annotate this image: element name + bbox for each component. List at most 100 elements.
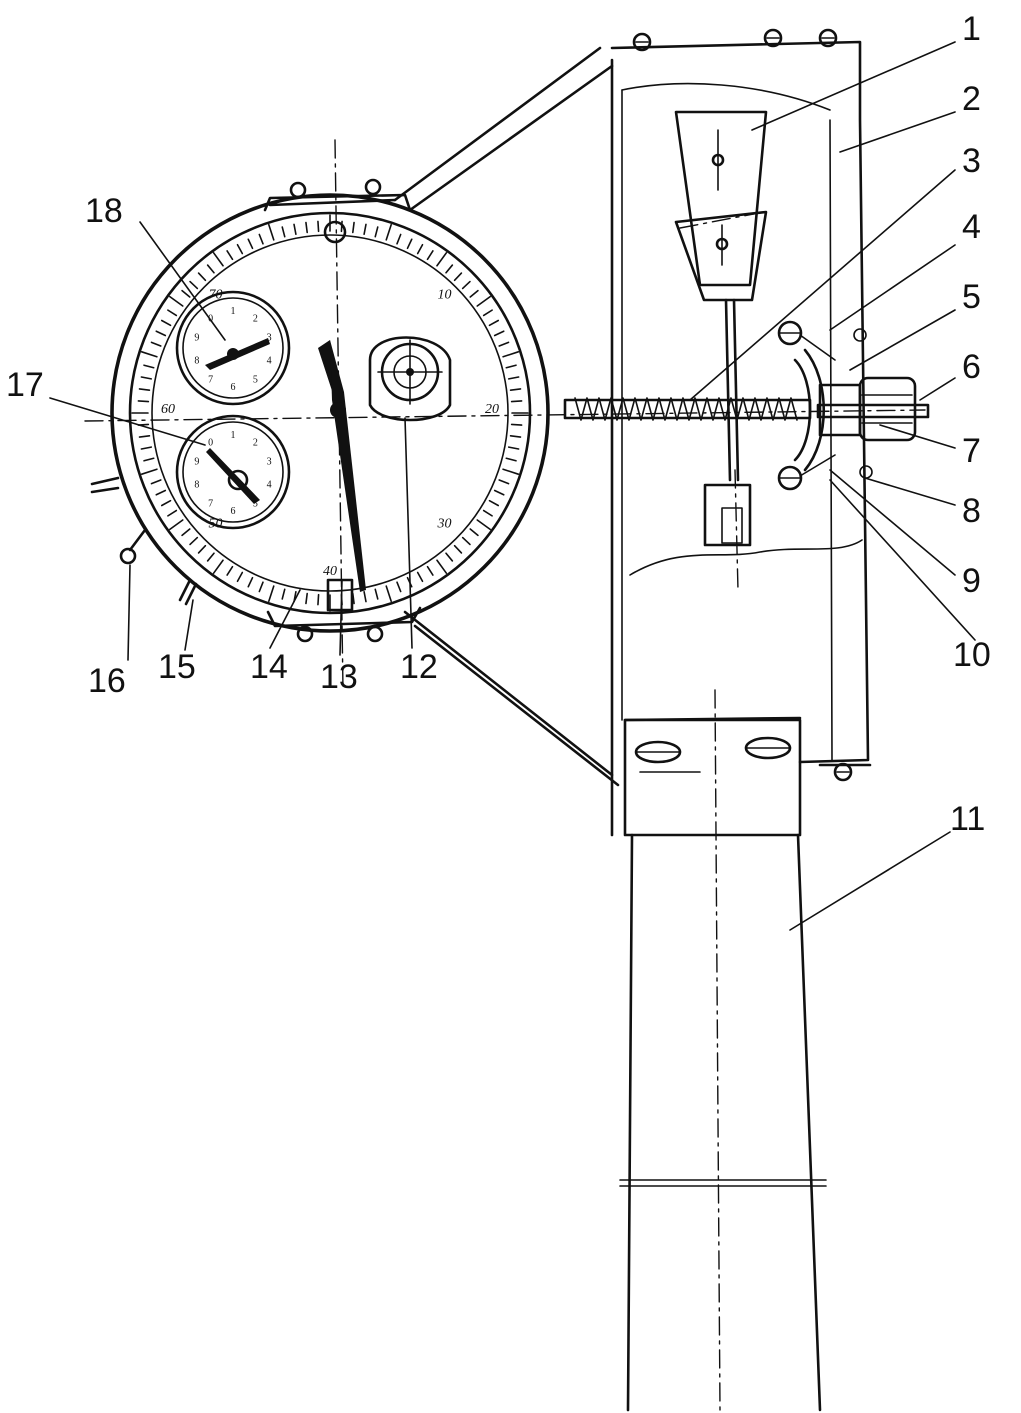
subdial-label: 8 — [194, 480, 199, 491]
dial-tick — [509, 435, 522, 438]
dial-tick — [258, 581, 264, 593]
dial-tick — [281, 226, 286, 238]
dial-tick — [293, 223, 297, 236]
dial-tick — [396, 233, 402, 245]
dial-tick — [385, 585, 392, 603]
dial-tick — [305, 592, 308, 605]
dial-tick — [167, 309, 178, 317]
callout-6: 6 — [962, 348, 981, 386]
screw-top-3 — [818, 28, 838, 48]
dial-tick — [226, 250, 234, 261]
dial-tick — [488, 499, 500, 507]
screw-bottom — [833, 762, 853, 782]
dial-tick — [445, 552, 454, 562]
subdial-label: 3 — [267, 332, 272, 343]
dial-scale-label: 30 — [437, 517, 452, 532]
dial-tick — [461, 536, 471, 546]
dial-tick — [150, 341, 162, 347]
dial-tick — [416, 243, 424, 255]
dial-tick — [236, 571, 244, 583]
dial-tick — [469, 528, 479, 537]
callout-13: 13 — [320, 658, 358, 696]
dial-tick — [363, 223, 367, 236]
dial-tick — [197, 272, 207, 282]
callout-10: 10 — [953, 636, 991, 674]
dial-tick — [181, 289, 191, 298]
dial-tick — [138, 435, 151, 438]
dial-tick — [498, 341, 510, 347]
dial-tick — [507, 446, 520, 450]
dial-tick — [426, 565, 434, 576]
dial-tick — [426, 250, 434, 261]
dial-tick — [461, 280, 471, 290]
dial-scale-label: 40 — [323, 564, 337, 579]
subdial-label: 4 — [267, 480, 272, 491]
dial-tick — [169, 295, 184, 307]
dial-tick — [482, 309, 493, 317]
dial-tick — [498, 479, 510, 485]
callout-12: 12 — [400, 648, 438, 686]
dial-tick — [493, 330, 505, 337]
dial-tick — [510, 400, 523, 403]
dial-tick — [247, 576, 254, 588]
callout-8: 8 — [962, 492, 981, 530]
subdial-label: 2 — [253, 437, 258, 448]
screw-lower — [777, 465, 803, 491]
dial-tick — [143, 457, 155, 462]
dial-tick — [281, 588, 286, 600]
subdial-label: 1 — [231, 306, 236, 317]
dial-tick — [189, 536, 199, 546]
dial-tick — [445, 264, 454, 274]
dial-tick — [268, 585, 275, 603]
dial-tick — [212, 252, 224, 267]
dial-scale-label: 20 — [485, 402, 499, 417]
dial-tick — [505, 364, 517, 369]
dial-tick — [385, 223, 392, 241]
dial-tick — [160, 499, 172, 507]
dial-tick — [317, 220, 320, 233]
dial-tick — [155, 489, 167, 496]
dial-tick — [247, 238, 254, 250]
callout-11: 11 — [950, 800, 985, 838]
dial-tick — [206, 264, 215, 274]
dial-tick — [363, 590, 367, 603]
dial-tick — [476, 519, 491, 531]
callout-2: 2 — [962, 80, 981, 118]
dial-tick — [138, 388, 151, 391]
dial-tick — [502, 468, 520, 475]
subdial-label: 1 — [231, 430, 236, 441]
dial-tick — [206, 552, 215, 562]
dial-tick — [502, 351, 520, 358]
dial-tick — [510, 423, 523, 426]
subdial-label: 8 — [194, 356, 199, 367]
dial-tick — [374, 226, 379, 238]
dial-tick — [505, 457, 517, 462]
dial-tick — [140, 446, 153, 450]
dial-ticks — [131, 214, 529, 612]
dial-tick — [509, 388, 522, 391]
dial-tick — [212, 559, 224, 574]
subdial-label: 5 — [253, 375, 258, 386]
dial-tick — [493, 489, 505, 496]
subdial-label: 7 — [208, 375, 213, 386]
dial-tick — [476, 295, 491, 307]
dial-tick — [140, 468, 158, 475]
screw-top-1 — [632, 32, 652, 52]
subdial-label: 3 — [267, 456, 272, 467]
subdial-label: 4 — [267, 356, 272, 367]
dial-tick — [482, 509, 493, 517]
dial-tick — [305, 221, 308, 234]
dial-tick — [167, 509, 178, 517]
callout-18: 18 — [85, 192, 123, 230]
callout-1: 1 — [962, 10, 981, 48]
callout-15: 15 — [158, 648, 196, 686]
dial-tick — [453, 544, 463, 554]
callout-4: 4 — [962, 208, 981, 246]
needle — [318, 340, 366, 592]
dial-tick — [436, 252, 448, 267]
dial-tick — [155, 330, 167, 337]
dial-tick — [436, 559, 448, 574]
